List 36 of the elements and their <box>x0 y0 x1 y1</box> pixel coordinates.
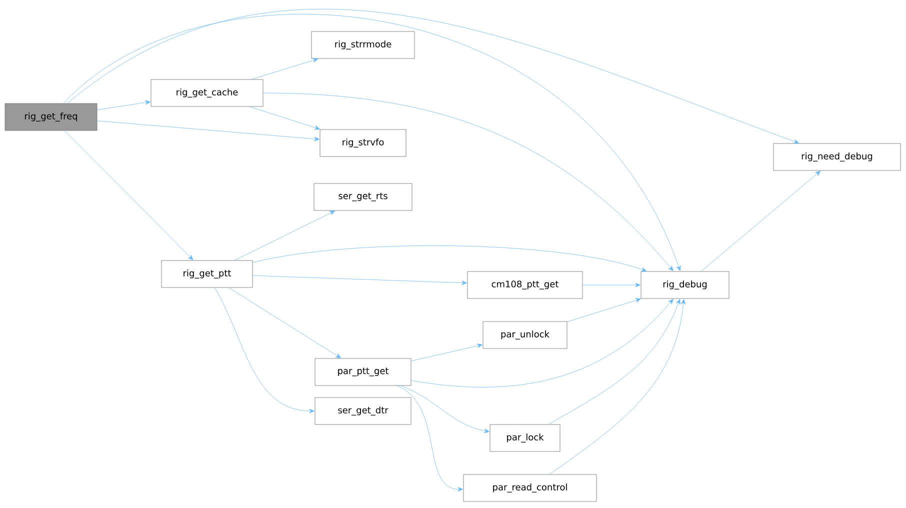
function-box: par_read_control <box>463 474 597 502</box>
function-box: par_unlock <box>482 321 568 349</box>
function-box: ser_get_dtr <box>314 397 412 425</box>
function-box: rig_get_cache <box>150 79 264 107</box>
arrow <box>411 344 482 362</box>
function-box: ser_get_rts <box>314 183 412 211</box>
arrow <box>582 282 640 288</box>
arrow <box>228 288 341 358</box>
function-box: rig_get_freq <box>4 103 98 131</box>
function-box: rig_debug <box>640 271 730 299</box>
arrow <box>97 100 150 110</box>
function-box: par_lock <box>490 424 560 452</box>
arrow <box>214 288 314 414</box>
arrow <box>567 298 641 322</box>
function-box: rig_need_debug <box>773 143 901 171</box>
arrow <box>234 210 335 260</box>
arrow <box>64 130 194 260</box>
function-box: par_ptt_get <box>314 358 412 386</box>
function-box: rig_get_ptt <box>161 260 253 288</box>
arrow <box>701 170 821 272</box>
arrow <box>251 58 318 80</box>
arrow <box>548 298 680 424</box>
arrow <box>549 299 686 474</box>
arrow <box>67 10 800 144</box>
arrow <box>396 386 463 492</box>
arrow <box>250 106 320 130</box>
arrow <box>263 92 674 272</box>
arrow <box>97 120 320 142</box>
arrow <box>400 386 490 434</box>
arrow <box>252 246 647 272</box>
function-box: rig_strvfo <box>320 129 406 157</box>
function-box: cm108_ptt_get <box>467 271 583 299</box>
function-box: rig_strrmode <box>311 31 415 59</box>
arrow <box>252 275 467 286</box>
arrow <box>411 298 674 388</box>
arrow <box>63 14 681 271</box>
